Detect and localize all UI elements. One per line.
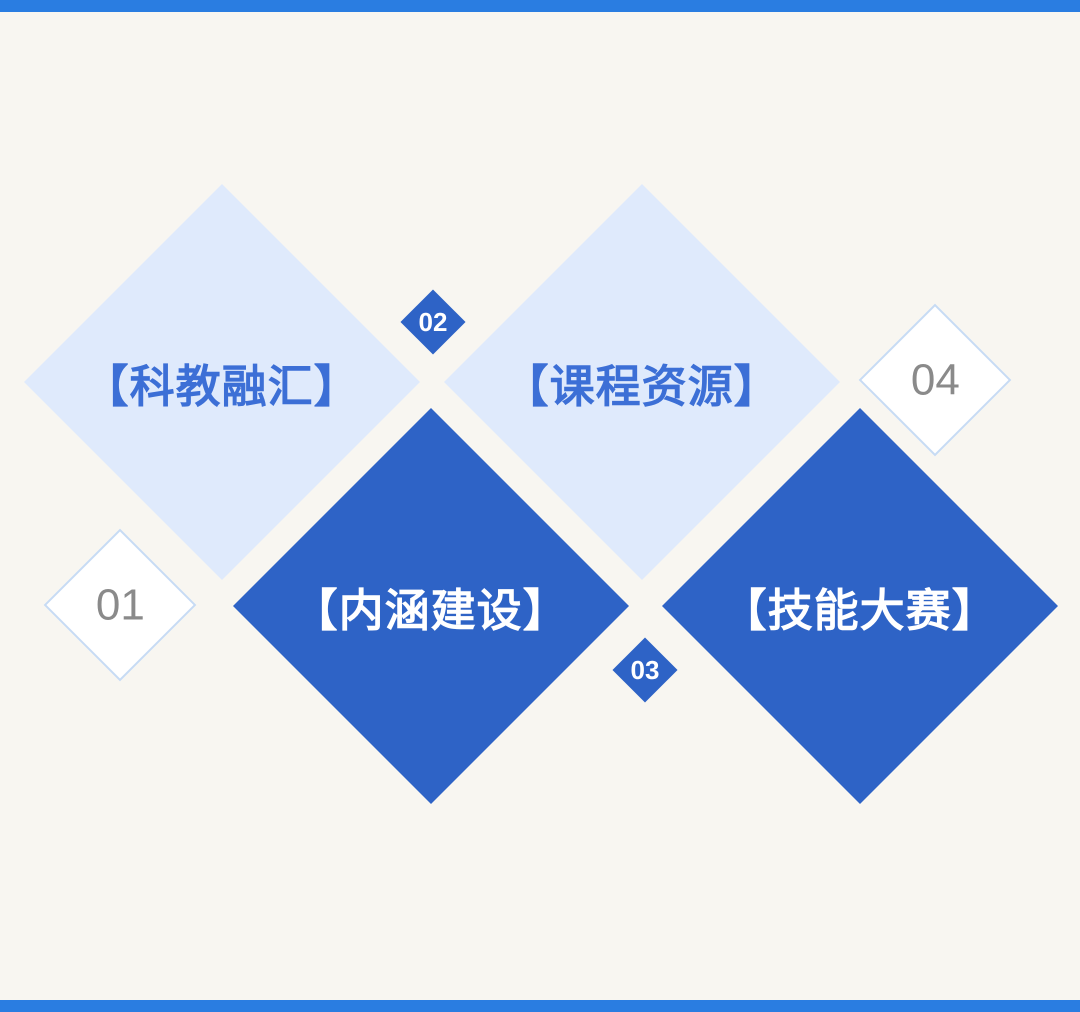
diamond-label-course-resources: 【课程资源】 xyxy=(503,360,781,412)
top-accent-bar xyxy=(0,0,1080,12)
number-diamond-01: 01 xyxy=(43,528,197,682)
number-label-03: 03 xyxy=(630,654,660,685)
number-diamond-02: 02 xyxy=(400,289,466,355)
number-label-02: 02 xyxy=(418,306,448,337)
bottom-accent-bar xyxy=(0,1000,1080,1012)
number-diamond-03: 03 xyxy=(612,637,678,703)
diamond-label-science-education-integration: 【科教融汇】 xyxy=(83,360,361,412)
diamond-label-skills-competition: 【技能大赛】 xyxy=(721,584,999,636)
number-label-04: 04 xyxy=(910,354,960,404)
diamond-label-connotation-construction: 【内涵建设】 xyxy=(292,584,570,636)
number-label-01: 01 xyxy=(95,579,145,629)
